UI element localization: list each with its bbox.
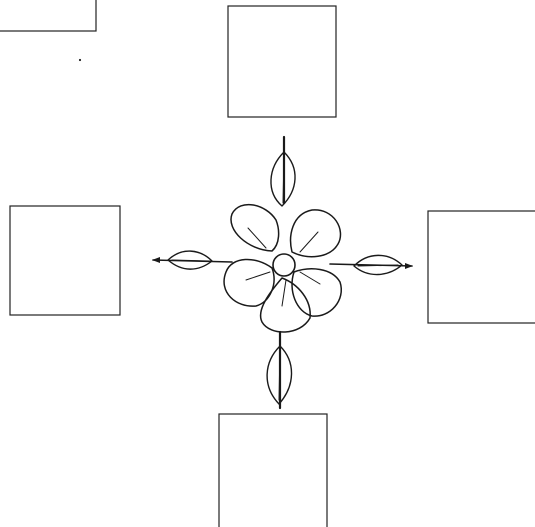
empty-box-top[interactable] xyxy=(228,6,336,117)
leaf-left xyxy=(168,251,212,269)
stem-tip-right xyxy=(405,263,413,269)
stray-dot xyxy=(79,59,81,61)
petal-left xyxy=(224,259,274,306)
stem-tip-left xyxy=(152,257,160,263)
petal-top-left xyxy=(231,205,279,251)
empty-box-left[interactable] xyxy=(10,206,120,315)
empty-box-bottom[interactable] xyxy=(219,414,327,527)
empty-box-right[interactable] xyxy=(428,211,535,323)
corner-box-top-left xyxy=(0,0,96,31)
flower xyxy=(224,205,341,332)
petal-top-right xyxy=(291,210,341,257)
petal-right xyxy=(292,269,341,316)
flower-center xyxy=(273,254,295,276)
